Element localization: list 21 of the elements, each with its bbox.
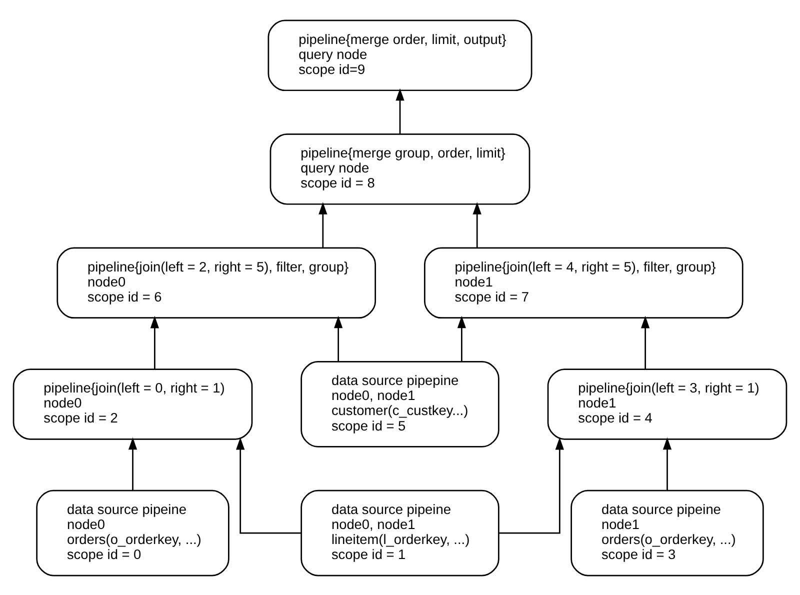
node-box: data source pipepine node0, node1 customer(c_custkey...) scope id = 5 [300,360,500,447]
arrow [150,315,160,369]
arrow [334,315,343,361]
arrow [640,315,650,369]
arrow [396,88,404,134]
node-box: pipeline{join(left = 0, right = 1) node0 scope id = 2 [12,368,253,440]
node-box: data source pipeine node0, node1 lineitem(l_orderkey, ...) scope id = 1 [300,489,500,576]
node-box: pipeline{merge group, order, limit} query node scope id = 8 [270,133,530,204]
arrow [457,315,466,361]
arrow [662,436,672,490]
node-box: pipeline{join(left = 3, right = 1) node1 scope id = 4 [547,368,788,440]
arrow [498,436,564,534]
arrow [128,436,138,490]
node-box: data source pipeine node0 orders(o_orderkey, ...) scope id = 0 [36,489,230,576]
node-box: pipeline{join(left = 2, right = 5), filter, group} node0 scope id = 6 [56,246,376,318]
node-box: pipeline{merge order, limit, output} query node scope id=9 [268,19,532,91]
arrow [472,202,482,248]
node-box: data source pipeine node1 orders(o_orderkey, ...) scope id = 3 [570,489,764,576]
arrow [236,436,302,534]
node-box: pipeline{join(left = 4, right = 5), filter, group} node1 scope id = 7 [424,246,744,318]
arrow [318,202,328,248]
